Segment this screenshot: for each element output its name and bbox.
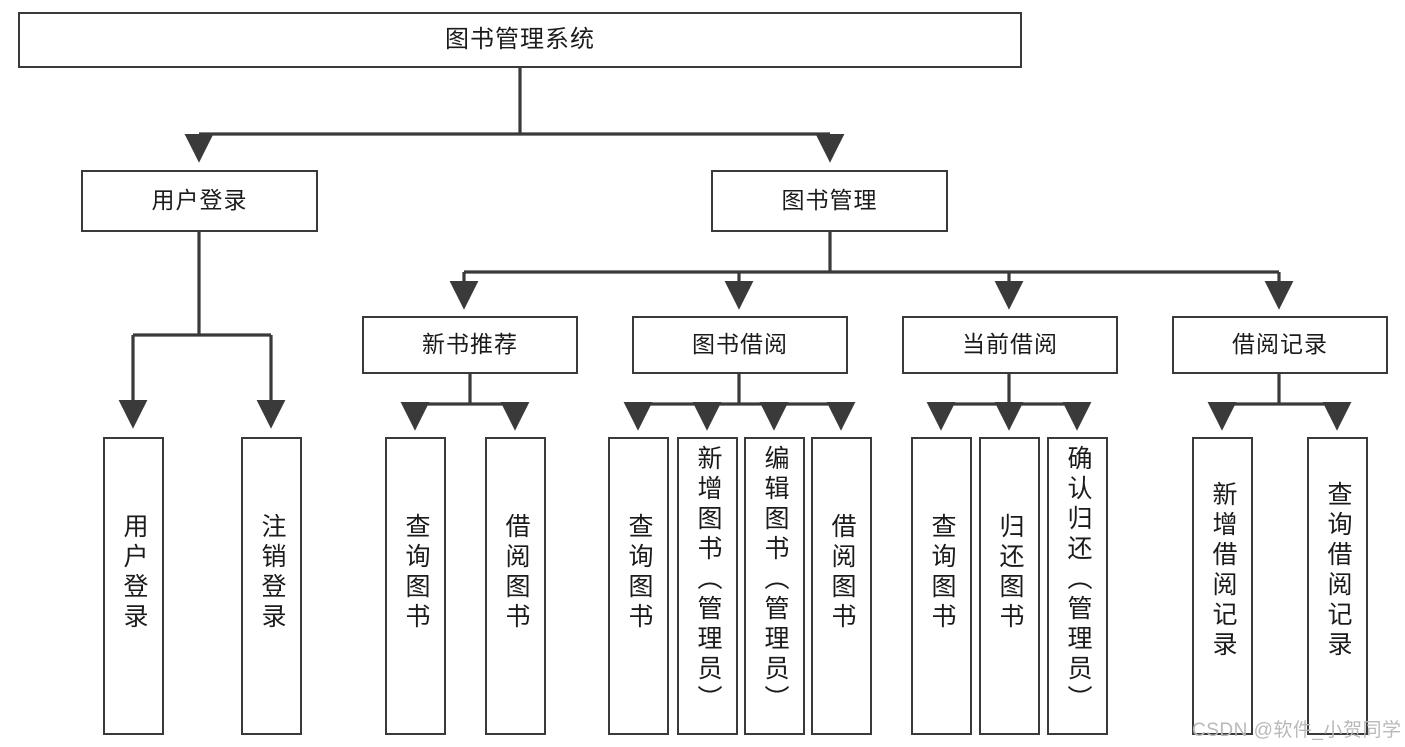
node-root-book-management-system[interactable]: 图书管理系统 <box>18 12 1022 68</box>
csdn-watermark: CSDN @软件_小贺同学 <box>1192 720 1402 741</box>
leaf-add-borrow-record[interactable]: 新增借阅记录 <box>1192 437 1253 735</box>
leaf-confirm-return-admin[interactable]: 确认归还（管理员） <box>1047 437 1108 735</box>
node-label: 新书推荐 <box>422 331 518 358</box>
node-new-book-recommend[interactable]: 新书推荐 <box>362 316 578 374</box>
node-label: 确认归还（管理员） <box>1064 445 1092 715</box>
node-user-login[interactable]: 用户登录 <box>81 170 318 232</box>
node-label: 用户登录 <box>120 513 148 633</box>
node-label: 借阅记录 <box>1232 331 1328 358</box>
node-label: 当前借阅 <box>962 331 1058 358</box>
leaf-add-book-admin[interactable]: 新增图书（管理员） <box>677 437 738 735</box>
leaf-query-book-borrow[interactable]: 查询图书 <box>608 437 669 735</box>
leaf-query-book-current[interactable]: 查询图书 <box>911 437 972 735</box>
node-label: 借阅图书 <box>502 513 530 633</box>
node-label: 用户登录 <box>151 187 248 214</box>
node-book-borrow[interactable]: 图书借阅 <box>632 316 848 374</box>
node-label: 查询借阅记录 <box>1324 481 1352 661</box>
node-label: 编辑图书（管理员） <box>761 445 789 715</box>
node-label: 新增借阅记录 <box>1209 481 1237 661</box>
node-borrow-record[interactable]: 借阅记录 <box>1172 316 1388 374</box>
node-book-management[interactable]: 图书管理 <box>711 170 948 232</box>
node-label: 图书管理系统 <box>445 25 595 53</box>
leaf-edit-book-admin[interactable]: 编辑图书（管理员） <box>744 437 805 735</box>
leaf-return-book[interactable]: 归还图书 <box>979 437 1040 735</box>
leaf-user-login[interactable]: 用户登录 <box>103 437 164 735</box>
leaf-logout-login[interactable]: 注销登录 <box>241 437 302 735</box>
leaf-query-borrow-record[interactable]: 查询借阅记录 <box>1307 437 1368 735</box>
node-label: 查询图书 <box>625 513 653 633</box>
node-label: 图书借阅 <box>692 331 788 358</box>
node-label: 新增图书（管理员） <box>694 445 722 715</box>
node-label: 查询图书 <box>402 513 430 633</box>
node-label: 查询图书 <box>928 513 956 633</box>
node-label: 图书管理 <box>781 187 878 214</box>
node-label: 归还图书 <box>996 513 1024 633</box>
leaf-borrow-book-borrow[interactable]: 借阅图书 <box>811 437 872 735</box>
node-label: 借阅图书 <box>828 513 856 633</box>
node-label: 注销登录 <box>258 513 286 633</box>
leaf-borrow-book-recommend[interactable]: 借阅图书 <box>485 437 546 735</box>
leaf-query-book-recommend[interactable]: 查询图书 <box>385 437 446 735</box>
node-current-borrow[interactable]: 当前借阅 <box>902 316 1118 374</box>
